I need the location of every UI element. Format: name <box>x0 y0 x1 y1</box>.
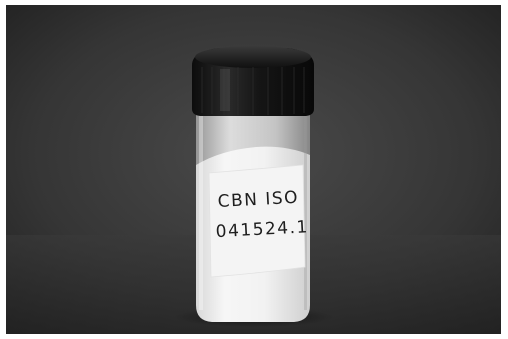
cap-ridges <box>201 67 305 115</box>
glass-highlight-right <box>304 105 307 310</box>
vial-glass-upper <box>196 103 310 165</box>
vial-cap-top <box>195 46 311 68</box>
product-photo: CBN ISO 041524.1 <box>6 5 501 334</box>
glass-highlight-left <box>199 105 203 310</box>
label-line-2: 041524.1 <box>215 217 309 242</box>
vial-illustration: CBN ISO 041524.1 <box>6 5 501 334</box>
cap-highlight <box>220 69 230 111</box>
label-line-1: CBN ISO <box>217 188 299 212</box>
vial-label <box>208 164 306 278</box>
